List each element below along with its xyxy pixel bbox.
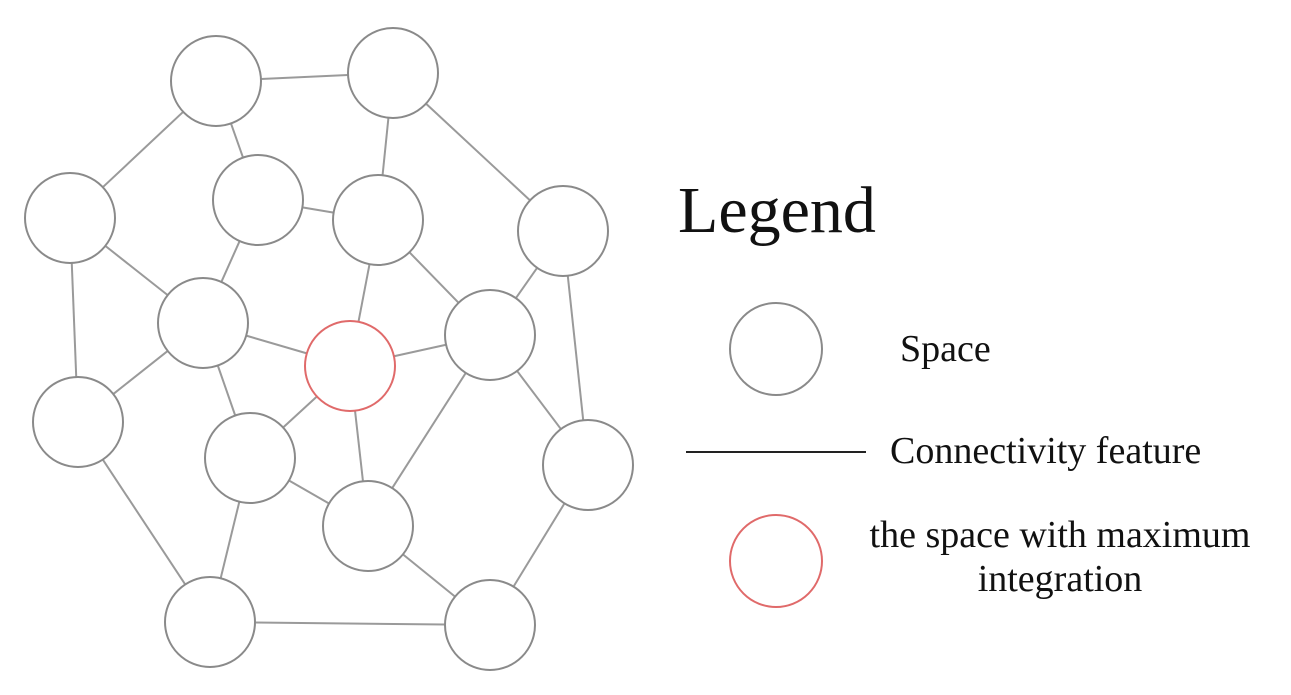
connectivity-edge xyxy=(102,111,184,188)
connectivity-edge xyxy=(391,372,467,489)
legend-connectivity-label: Connectivity feature xyxy=(890,430,1202,472)
connectivity-edge xyxy=(393,343,447,358)
space-node xyxy=(157,277,249,369)
space-node xyxy=(204,412,296,504)
legend-max-integration-swatch xyxy=(729,514,823,608)
connectivity-edge xyxy=(70,262,78,378)
connectivity-edge xyxy=(230,123,244,158)
space-node xyxy=(542,419,634,511)
connectivity-edge xyxy=(101,459,187,585)
connectivity-edge xyxy=(220,240,241,283)
connectivity-edge xyxy=(354,410,364,482)
space-node xyxy=(164,576,256,668)
space-node xyxy=(444,289,536,381)
connectivity-edge xyxy=(288,479,330,505)
space-node xyxy=(332,174,424,266)
connectivity-edge xyxy=(245,334,308,355)
max-integration-space-node xyxy=(304,320,396,412)
connectivity-edge xyxy=(302,206,334,214)
space-node xyxy=(322,480,414,572)
connectivity-edge xyxy=(282,395,318,429)
connectivity-edge xyxy=(216,365,237,416)
connectivity-edge xyxy=(516,370,562,430)
legend-title: Legend xyxy=(678,174,876,247)
space-node xyxy=(212,154,304,246)
connectivity-edge xyxy=(219,501,241,579)
connectivity-edge xyxy=(254,621,446,626)
connectivity-edge xyxy=(515,267,538,299)
legend-space-swatch xyxy=(729,302,823,396)
connectivity-edge xyxy=(357,264,371,322)
connectivity-edge xyxy=(566,275,585,421)
space-node xyxy=(444,579,536,671)
connectivity-edges xyxy=(70,74,585,626)
space-node xyxy=(517,185,609,277)
connectivity-edge xyxy=(381,117,390,176)
space-node xyxy=(32,376,124,468)
connectivity-edge xyxy=(425,102,531,202)
legend-max-integration-label: the space with maximum integration xyxy=(869,514,1251,600)
space-node xyxy=(24,172,116,264)
connectivity-edge xyxy=(104,245,169,296)
space-node xyxy=(170,35,262,127)
connectivity-edge xyxy=(112,350,169,395)
connectivity-edge xyxy=(408,251,460,304)
legend-space-label: Space xyxy=(900,328,991,370)
connectivity-edge xyxy=(260,74,349,80)
space-nodes xyxy=(24,27,634,671)
connectivity-edge xyxy=(512,502,566,588)
space-node xyxy=(347,27,439,119)
connectivity-edge xyxy=(402,553,456,598)
